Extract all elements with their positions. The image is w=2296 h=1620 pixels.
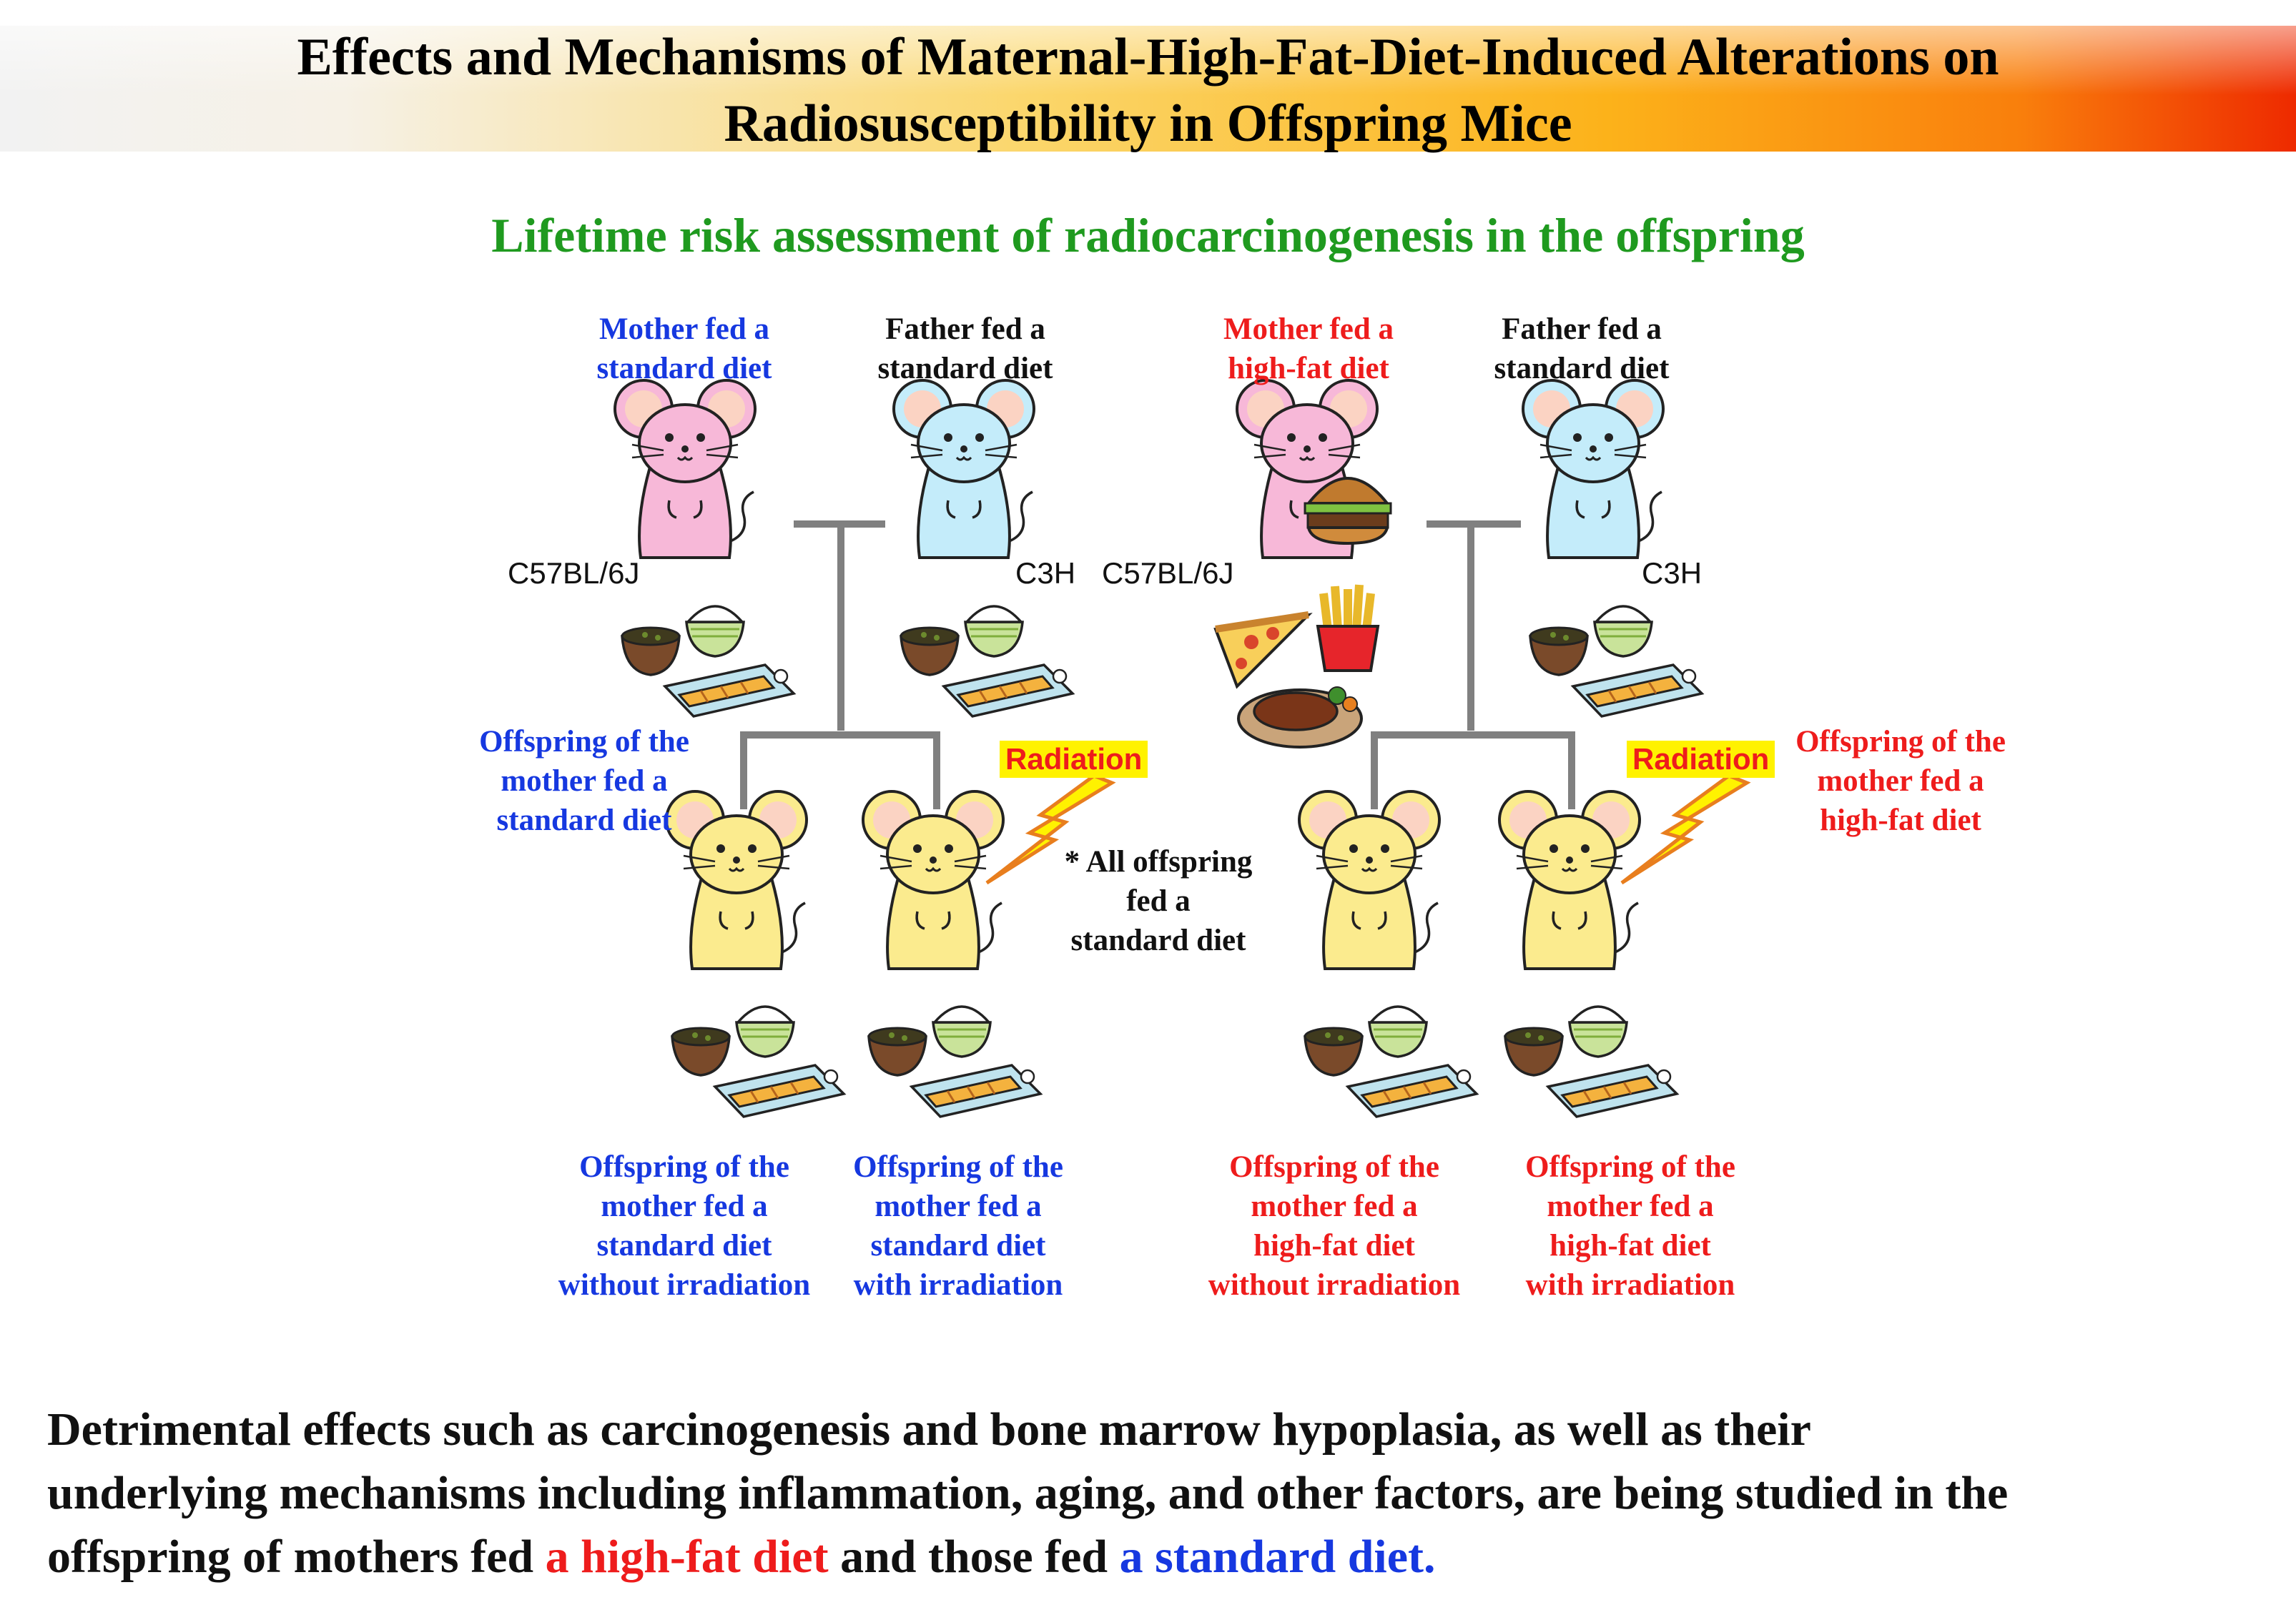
group-label-3: Offspring of the mother fed a high-fat d… xyxy=(1208,1150,1461,1302)
subtitle: Lifetime risk assessment of radiocarcino… xyxy=(491,208,1805,262)
label-offspring-group-left: Offspring of the mother fed a standard d… xyxy=(479,725,689,837)
summary-line-3-prefix: offspring of mothers fed xyxy=(47,1531,546,1583)
steak-icon xyxy=(1237,686,1363,749)
summary-line-1: Detrimental effects such as carcinogenes… xyxy=(47,1403,1811,1456)
radiation-label-left: Radiation xyxy=(1000,741,1148,778)
standard-meal-offspring-1 xyxy=(671,1005,845,1118)
offspring-mouse-2 xyxy=(862,790,1005,970)
label-offspring-group-right: Offspring of the mother fed a high-fat d… xyxy=(1795,725,2006,837)
summary-high-fat-diet: a high-fat diet xyxy=(545,1531,829,1583)
strain-label-left-mother: C57BL/6J xyxy=(508,556,640,590)
standard-meal-mother xyxy=(621,605,795,718)
high-fat-foods xyxy=(1213,584,1380,749)
strain-label-left-father: C3H xyxy=(1015,556,1076,590)
group-label-2: Offspring of the mother fed a standard d… xyxy=(853,1150,1063,1302)
father-mouse-right xyxy=(1522,379,1665,559)
strain-label-right-mother: C57BL/6J xyxy=(1102,556,1234,590)
group-label-1: Offspring of the mother fed a standard d… xyxy=(558,1150,811,1302)
offspring-mouse-3 xyxy=(1298,790,1441,970)
standard-meal-father-right xyxy=(1529,605,1703,718)
summary-standard-diet: a standard diet. xyxy=(1119,1531,1436,1583)
standard-meal-offspring-2 xyxy=(867,1005,1042,1118)
group-label-4: Offspring of the mother fed a high-fat d… xyxy=(1525,1150,1735,1302)
lightning-bolt-right xyxy=(1620,774,1751,885)
title-line-2: Radiosusceptibility in Offspring Mice xyxy=(724,94,1572,153)
standard-meal-father-left xyxy=(900,605,1074,718)
radiation-label-right: Radiation xyxy=(1627,741,1775,778)
strain-label-right-father: C3H xyxy=(1642,556,1703,590)
offspring-mouse-4 xyxy=(1498,790,1641,970)
label-mother-standard: Mother fed a standard diet xyxy=(596,312,772,385)
standard-meal-offspring-3 xyxy=(1304,1005,1478,1118)
connector-left xyxy=(740,520,940,809)
lightning-bolt-left xyxy=(985,774,1116,885)
hamburger-icon xyxy=(1304,477,1392,545)
note-all-offspring: * All offspring fed a standard diet xyxy=(1064,845,1253,957)
summary-text: Detrimental effects such as carcinogenes… xyxy=(47,1398,2264,1589)
father-mouse-left xyxy=(892,379,1035,559)
summary-line-3-mid: and those fed xyxy=(828,1531,1120,1583)
title-banner-highlight xyxy=(0,26,2296,152)
mother-mouse-standard xyxy=(614,379,757,559)
pizza-icon xyxy=(1213,611,1313,689)
summary-line-2: underlying mechanisms including inflamma… xyxy=(47,1467,2009,1519)
standard-meal-offspring-4 xyxy=(1504,1005,1678,1118)
page-title: Effects and Mechanisms of Maternal-High-… xyxy=(0,24,2296,157)
label-father-left: Father fed a standard diet xyxy=(877,312,1053,385)
label-mother-highfat: Mother fed a high-fat diet xyxy=(1223,312,1394,385)
fries-icon xyxy=(1316,584,1380,672)
label-father-right: Father fed a standard diet xyxy=(1494,312,1670,385)
title-line-1: Effects and Mechanisms of Maternal-High-… xyxy=(297,28,1999,87)
connector-right xyxy=(1371,520,1575,809)
